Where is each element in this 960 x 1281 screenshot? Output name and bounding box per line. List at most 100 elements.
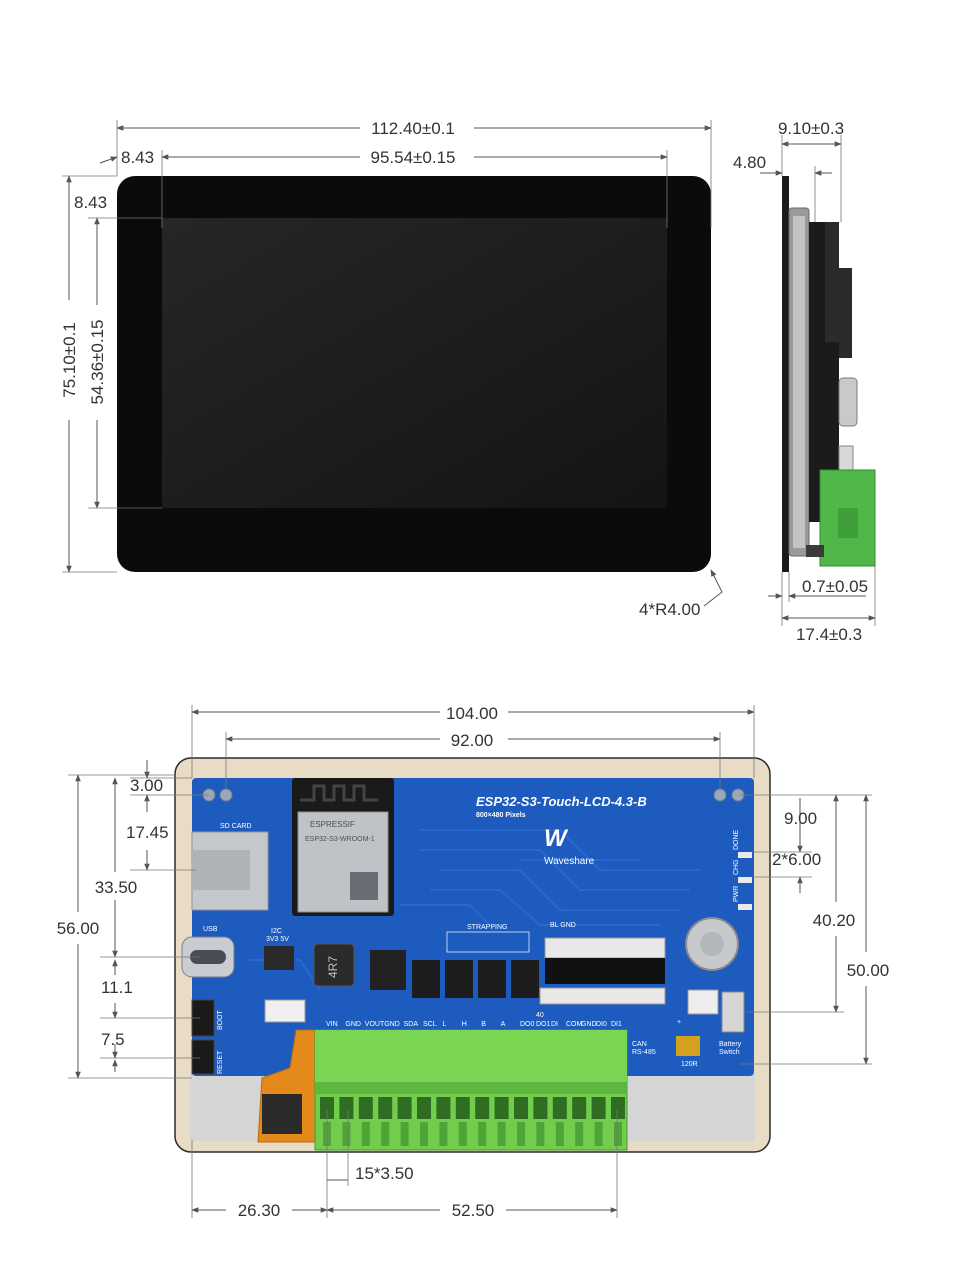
- board-title: ESP32-S3-Touch-LCD-4.3-B: [476, 794, 647, 809]
- terminal-label: A: [501, 1021, 506, 1028]
- switch-label: Switch: [719, 1049, 740, 1056]
- terminal-slot: [536, 1122, 545, 1146]
- terminal-screw: [397, 1097, 412, 1119]
- terminal-screw: [378, 1097, 393, 1119]
- back-height-label: 56.00: [57, 919, 100, 938]
- terminal-slot: [575, 1122, 584, 1146]
- hole-offset-top-label: 3.00: [130, 776, 163, 795]
- terminal-screw: [514, 1097, 528, 1119]
- terminal-screw: [591, 1097, 606, 1119]
- terminal-label: B: [481, 1021, 486, 1028]
- terminal-screw: [417, 1097, 431, 1119]
- terminal-label: SDA: [404, 1021, 419, 1028]
- terminal-screw: [552, 1097, 567, 1119]
- bl-gnd-label: BL GND: [550, 922, 576, 929]
- terminal-slot: [342, 1122, 351, 1146]
- terminal-slot: [400, 1122, 409, 1146]
- bezel-left-label: 8.43: [121, 148, 154, 167]
- terminal-screw: [475, 1097, 490, 1119]
- done-label: DONE: [733, 829, 740, 850]
- reset-label: RESET: [217, 1050, 224, 1074]
- side-view: 9.10±0.3 4.80 0.7±0.05 17.4±0.3: [733, 119, 876, 644]
- i2c-volt-label: 3V3 5V: [266, 936, 289, 943]
- terminal-screw: [533, 1097, 548, 1119]
- hole-spacing-x-label: 92.00: [451, 731, 494, 750]
- screen-height-label: 54.36±0.15: [88, 320, 107, 405]
- terminal-offset-label: 26.30: [238, 1201, 281, 1220]
- boot-label: BOOT: [217, 1009, 224, 1030]
- can-label: CAN: [632, 1041, 647, 1048]
- terminal-label: VIN: [326, 1021, 338, 1028]
- terminal-label: GND: [384, 1021, 400, 1028]
- inductor: [313, 943, 355, 987]
- glass-offset-label: 4.80: [733, 153, 766, 172]
- switch-offset-label: 40.20: [813, 911, 856, 930]
- terminal-slot: [439, 1122, 448, 1146]
- total-depth-label: 17.4±0.3: [796, 625, 862, 644]
- terminal-label: H: [462, 1021, 467, 1028]
- terminal-screw: [494, 1097, 509, 1119]
- battery-label: Battery: [719, 1041, 742, 1048]
- terminal-label: DI: [551, 1021, 558, 1028]
- terminal-slot: [381, 1122, 390, 1146]
- boot-offset-label: 11.1: [101, 978, 133, 997]
- led-pitch-label: 2*6.00: [772, 850, 821, 869]
- terminal-slot: [555, 1122, 564, 1146]
- overall-width-label: 112.40±0.1: [371, 119, 455, 138]
- usb-offset-label: 33.50: [95, 878, 138, 897]
- r120-label: 120R: [681, 1061, 698, 1068]
- terminal-slot: [478, 1122, 487, 1146]
- sd-card-label: SD CARD: [220, 823, 252, 830]
- hole-spacing-y-label: 50.00: [847, 961, 890, 980]
- terminal-width-label: 52.50: [452, 1201, 495, 1220]
- front-view: 112.40±0.1 95.54±0.15 8.43 8.43 75.10±0.…: [60, 119, 723, 619]
- terminal-pitch-label: 15*3.50: [355, 1164, 414, 1183]
- usb-label: USB: [203, 926, 218, 933]
- waveshare-logo: W: [544, 825, 569, 852]
- brand-label: Waveshare: [544, 856, 595, 867]
- terminal-label: GND: [345, 1021, 361, 1028]
- screen-width-label: 95.54±0.15: [371, 148, 456, 167]
- terminal-label: DO1: [536, 1021, 551, 1028]
- terminal-label: COM: [566, 1021, 583, 1028]
- rs485-label: RS-485: [632, 1049, 656, 1056]
- battery-switch: [721, 991, 745, 1033]
- reset-offset-label: 7.5: [101, 1030, 125, 1049]
- reset-button: [191, 1039, 215, 1075]
- board-resolution: 800×480 Pixels: [476, 812, 526, 819]
- side-top-depth-label: 9.10±0.3: [778, 119, 844, 138]
- bezel-top-label: 8.43: [74, 193, 107, 212]
- side-usb-connector: [838, 377, 858, 427]
- terminal-label: DO0: [520, 1021, 535, 1028]
- terminal-slot: [594, 1122, 603, 1146]
- terminal-screw: [436, 1097, 451, 1119]
- chg-label: CHG: [733, 859, 740, 875]
- overall-height-label: 75.10±0.1: [60, 322, 79, 398]
- side-glass: [782, 176, 789, 572]
- strapping-label: STRAPPING: [467, 924, 507, 931]
- terminal-screw: [572, 1097, 587, 1119]
- terminal-slot: [614, 1122, 622, 1146]
- module-brand: ESPRESSIF: [310, 820, 355, 829]
- i2c-label: I2C: [271, 928, 282, 935]
- plus-label: +: [677, 1019, 681, 1026]
- terminal-slot: [420, 1122, 428, 1146]
- sd-offset-label: 17.45: [126, 823, 169, 842]
- inductor-label: 4R7: [326, 956, 340, 978]
- terminal-label: VOUT: [365, 1021, 385, 1028]
- back-width-label: 104.00: [446, 704, 498, 723]
- module-name: ESP32-S3-WROOM-1: [305, 836, 375, 843]
- terminal-screw: [611, 1097, 625, 1119]
- glass-thickness-label: 0.7±0.05: [802, 577, 868, 596]
- terminal-slot: [497, 1122, 506, 1146]
- terminal-label: GND: [581, 1021, 597, 1028]
- pwr-label: PWR: [733, 886, 740, 902]
- display-screen: [162, 218, 667, 508]
- terminal-slot: [458, 1122, 467, 1146]
- terminal-screw: [320, 1097, 334, 1119]
- terminal-slot: [361, 1122, 370, 1146]
